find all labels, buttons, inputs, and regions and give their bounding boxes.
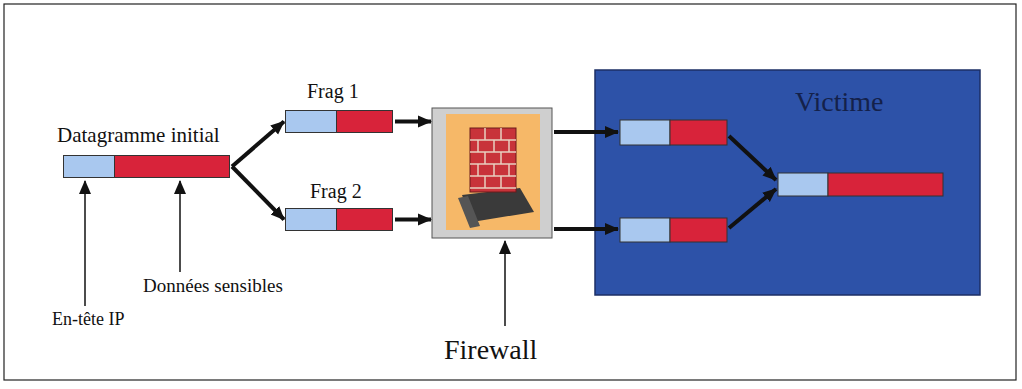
firewall-icon	[446, 114, 540, 230]
header-part	[286, 209, 337, 230]
data-part	[337, 209, 392, 230]
fragment-bar	[620, 120, 727, 145]
firewall-box	[432, 108, 552, 238]
fragment-bar: Frag 2	[285, 180, 395, 235]
flow-arrow	[554, 227, 618, 231]
flow-arrow	[554, 130, 618, 134]
datagram-bar: Datagramme initial	[55, 123, 255, 181]
node-title: Frag 1	[307, 80, 359, 103]
data-part	[115, 156, 229, 177]
flow-arrow	[232, 122, 284, 167]
victim-region: Victime	[595, 70, 980, 295]
fragment-bar: Frag 1	[285, 80, 395, 135]
data-part	[337, 111, 392, 132]
frame	[4, 4, 1016, 380]
flow-arrow	[729, 136, 776, 180]
leader-arrow	[179, 181, 181, 272]
packet-bar	[63, 155, 230, 178]
victim-region	[595, 70, 980, 295]
flow-arrow	[729, 189, 776, 228]
leader-arrow	[84, 181, 86, 306]
callout-label: Données sensibles	[143, 275, 283, 297]
packet-bar	[285, 208, 393, 231]
flow-arrow	[232, 167, 284, 220]
node-title: Victime	[795, 86, 884, 118]
fragment-bar	[620, 218, 727, 242]
leader-arrow	[504, 241, 506, 326]
node-title: Datagramme initial	[57, 123, 220, 147]
node-title: Firewall	[444, 334, 537, 366]
node-title: Frag 2	[310, 180, 362, 203]
firewall-node: Firewall	[432, 108, 552, 238]
flow-arrow	[395, 120, 431, 124]
header-part	[64, 156, 115, 177]
reassembled-bar	[778, 173, 943, 196]
packet-bar	[285, 110, 393, 133]
callout-label: En-tête IP	[52, 309, 124, 330]
flow-arrow	[395, 218, 431, 222]
header-part	[286, 111, 337, 132]
